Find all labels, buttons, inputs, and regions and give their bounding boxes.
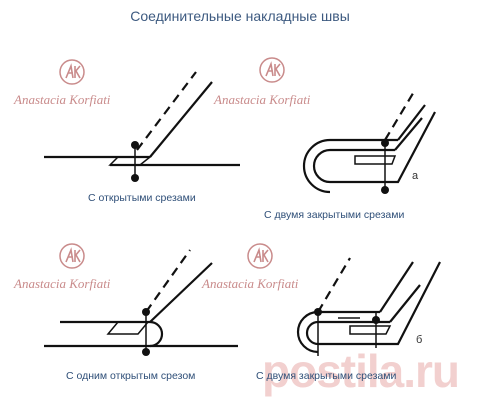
- caption-open-cuts: С открытыми срезами: [88, 192, 196, 204]
- watermark-name: Anastacia Korfiati: [214, 92, 311, 107]
- watermark-name: Anastacia Korfiati: [14, 92, 111, 107]
- seam-two-closed-b: [296, 257, 441, 356]
- ak-logo-icon: [59, 59, 85, 85]
- ak-logo-icon: [247, 243, 273, 269]
- ak-logo-icon: [59, 243, 85, 269]
- seam-one-open: [44, 249, 238, 356]
- footer-watermark: postila.ru: [262, 345, 460, 397]
- seam-two-closed: [302, 89, 436, 194]
- watermark-name: Anastacia Korfiati: [14, 276, 111, 291]
- caption-two-closed-b: С двумя закрытыми срезами: [256, 370, 397, 382]
- watermark-name: Anastacia Korfiati: [202, 276, 299, 291]
- caption-one-open: С одним открытым срезом: [66, 370, 196, 382]
- ak-logo-icon: [259, 57, 285, 83]
- label-letter-a: а: [412, 170, 419, 182]
- caption-two-closed: С двумя закрытыми срезами: [264, 209, 405, 221]
- seam-open-cuts: [44, 71, 240, 182]
- label-letter-b: б: [416, 334, 423, 346]
- diagram-title: Соединительные накладные швы: [130, 8, 350, 24]
